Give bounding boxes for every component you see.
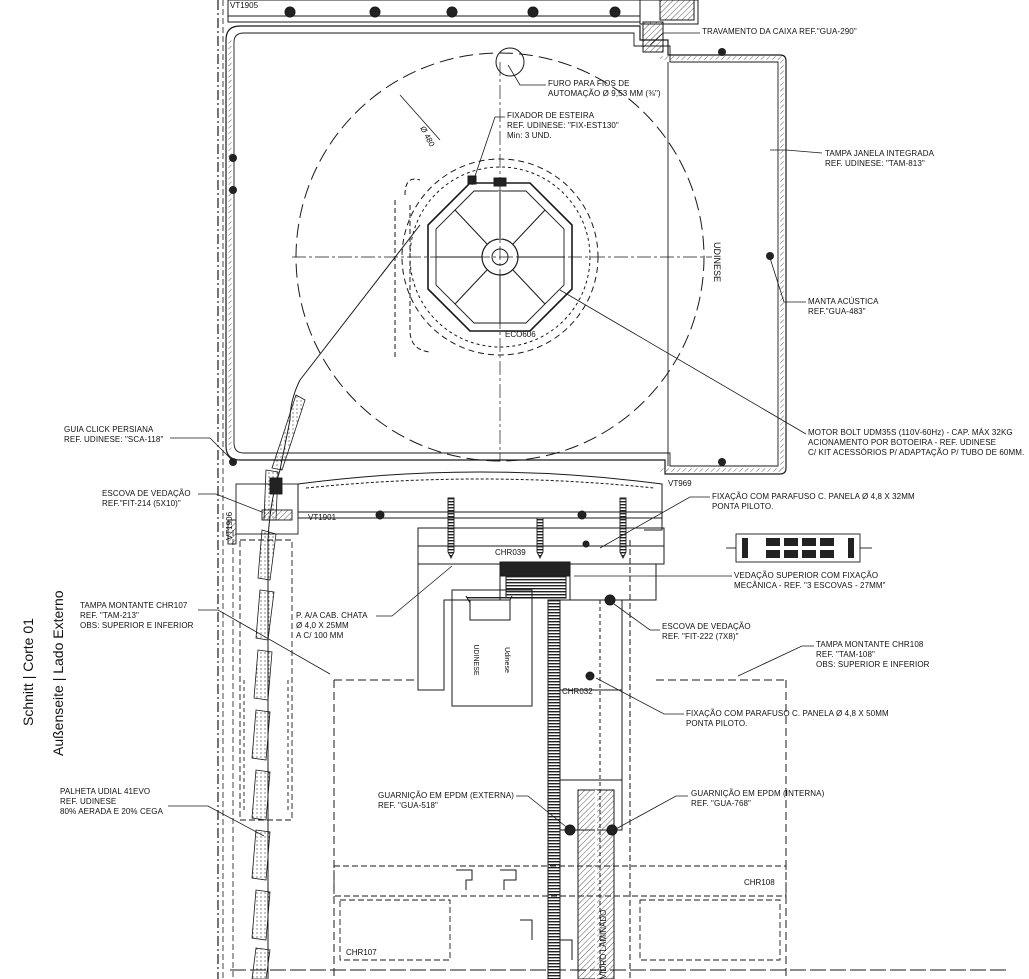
- motor-tube: [427, 175, 573, 332]
- note-escova-1: ESCOVA DE VEDAÇÃO REF."FIT-214 (5X10)": [102, 489, 191, 509]
- note-fixacao-1: FIXAÇÃO COM PARAFUSO C. PANELA Ø 4,8 X 3…: [712, 492, 915, 512]
- note-escova-2: ESCOVA DE VEDAÇÃO REF. "FIT-222 (7X8)": [662, 622, 751, 642]
- note-line: ACIONAMENTO POR BOTOEIRA - REF. UDINESE: [808, 438, 997, 447]
- note-line: MANTA ACÚSTICA: [808, 297, 879, 306]
- tag-chr032: CHR032: [562, 687, 593, 696]
- note-line: REF. UDINESE: "TAM-813": [825, 159, 925, 168]
- note-line: MOTOR BOLT UDM35S (110V-60Hz) - CAP. MÁX…: [808, 428, 1013, 437]
- note-palheta: PALHETA UDIAL 41EVO REF. UDINESE 80% AER…: [60, 787, 163, 817]
- note-line: MECÂNICA - REF. "3 ESCOVAS - 27MM": [734, 581, 886, 590]
- note-line: REF. UDINESE: [60, 797, 117, 806]
- note-line: REF. "TAM-108": [816, 650, 875, 659]
- tag-chr039: CHR039: [495, 548, 526, 557]
- note-line: Min: 3 UND.: [507, 131, 552, 140]
- note-guarnicao-int: GUARNIÇÃO EM EPDM (INTERNA) REF. "GUA-76…: [691, 789, 824, 809]
- note-line: VEDAÇÃO SUPERIOR COM FIXAÇÃO: [734, 571, 879, 580]
- note-line: TRAVAMENTO DA CAIXA REF."GUA-290": [702, 27, 857, 36]
- note-line: REF. "FIT-222 (7X8)": [662, 632, 739, 641]
- note-line: REF."GUA-483": [808, 307, 866, 316]
- tag-vt1905: VT1905: [230, 1, 259, 10]
- lower-clips: [456, 869, 573, 960]
- lower-profiles: [230, 865, 1010, 971]
- shutter-slats: [251, 394, 306, 979]
- note-line: REF. UDINESE: "SCA-118": [64, 435, 164, 444]
- note-line: GUIA CLICK PERSIANA: [64, 425, 154, 434]
- note-line: PONTA PILOTO.: [686, 719, 748, 728]
- section-title-line1: Schnitt | Corte 01: [20, 618, 36, 726]
- note-line: PONTA PILOTO.: [712, 502, 774, 511]
- note-paraf-chata: P. A/A CAB. CHATA Ø 4,0 X 25MM A C/ 100 …: [296, 611, 368, 641]
- note-line: P. A/A CAB. CHATA: [296, 611, 368, 620]
- note-line: AUTOMAÇÃO Ø 9,53 MM (⅜"): [548, 89, 661, 98]
- note-vedacao-sup: VEDAÇÃO SUPERIOR COM FIXAÇÃO MECÂNICA - …: [734, 571, 886, 591]
- motor-head: [451, 589, 533, 707]
- wall-lines: [217, 0, 234, 979]
- note-line: C/ KIT ACESSÓRIOS P/ ADAPTAÇÃO P/ TUBO D…: [808, 448, 1025, 457]
- note-line: FIXAÇÃO COM PARAFUSO C. PANELA Ø 4,8 X 3…: [712, 492, 915, 501]
- tag-chr108: CHR108: [744, 878, 775, 887]
- tag-vt1901: VT1901: [308, 513, 337, 522]
- note-line: FIXADOR DE ESTEIRA: [507, 111, 595, 120]
- note-line: TAMPA JANELA INTEGRADA: [825, 149, 935, 158]
- note-line: PALHETA UDIAL 41EVO: [60, 787, 151, 796]
- note-line: 80% AERADA E 20% CEGA: [60, 807, 164, 816]
- roll-diameter: [292, 47, 712, 462]
- top-frame: [227, 0, 699, 53]
- dia-label: Ø 480: [418, 125, 436, 149]
- motor-brand-label: UDINESE: [472, 644, 479, 675]
- section-title-line2: Außenseite | Lado Externo: [50, 590, 66, 756]
- note-manta: MANTA ACÚSTICA REF."GUA-483": [808, 297, 879, 317]
- shutter-strap: [267, 224, 421, 979]
- note-tampa-chr108: TAMPA MONTANTE CHR108 REF. "TAM-108" OBS…: [816, 640, 930, 670]
- note-line: OBS: SUPERIOR E INFERIOR: [816, 660, 930, 669]
- note-travamento: TRAVAMENTO DA CAIXA REF."GUA-290": [702, 27, 857, 37]
- note-line: REF."FIT-214 (5X10)": [102, 499, 181, 508]
- note-line: REF. "GUA-518": [378, 801, 438, 810]
- profile-tags: VT1905 VT969 VT1901 VT1906 CHR039 CHR032…: [225, 1, 775, 979]
- frame-verticals: [333, 540, 787, 979]
- motor-brand-label-2: Udinese: [503, 647, 510, 673]
- note-line: REF. UDINESE: "FIX-EST130": [507, 121, 619, 130]
- note-line: REF. "TAM-213": [80, 611, 139, 620]
- note-line: GUARNIÇÃO EM EPDM (EXTERNA): [378, 791, 515, 800]
- brand-box-label: UDINESE: [712, 242, 722, 282]
- note-line: TAMPA MONTANTE CHR108: [816, 640, 924, 649]
- tag-chr107: CHR107: [346, 948, 377, 957]
- note-fixador: FIXADOR DE ESTEIRA REF. UDINESE: "FIX-ES…: [507, 111, 619, 141]
- roller-box: [225, 25, 787, 475]
- note-line: A C/ 100 MM: [296, 631, 344, 640]
- tag-vt969: VT969: [668, 479, 692, 488]
- note-line: GUARNIÇÃO EM EPDM (INTERNA): [691, 789, 825, 798]
- slat-wrap: [404, 178, 431, 353]
- box-bottom: [297, 471, 663, 531]
- eco606-tag: ECO606: [505, 330, 536, 339]
- note-tampa-janela: TAMPA JANELA INTEGRADA REF. UDINESE: "TA…: [825, 149, 934, 169]
- guide-rail: [227, 477, 299, 821]
- note-tampa-chr107: TAMPA MONTANTE CHR107 REF. "TAM-213" OBS…: [80, 601, 194, 631]
- note-line: FIXAÇÃO COM PARAFUSO C. PANELA Ø 4,8 X 5…: [686, 709, 889, 718]
- tag-vidro: VIDRO LAMINADO: [599, 910, 608, 979]
- note-line: OBS: SUPERIOR E INFERIOR: [80, 621, 194, 630]
- note-guarnicao-ext: GUARNIÇÃO EM EPDM (EXTERNA) REF. "GUA-51…: [378, 791, 514, 811]
- note-motor: MOTOR BOLT UDM35S (110V-60Hz) - CAP. MÁX…: [808, 428, 1024, 458]
- note-line: ESCOVA DE VEDAÇÃO: [102, 489, 191, 498]
- tag-vt1906: VT1906: [225, 511, 234, 540]
- brush-seal-detail: [726, 533, 872, 563]
- note-furo: FURO PARA FIOS DE AUTOMAÇÃO Ø 9,53 MM (⅜…: [548, 79, 661, 99]
- note-line: FURO PARA FIOS DE: [548, 79, 630, 88]
- note-guia-click: GUIA CLICK PERSIANA REF. UDINESE: "SCA-1…: [64, 425, 163, 445]
- note-line: ESCOVA DE VEDAÇÃO: [662, 622, 751, 631]
- note-line: TAMPA MONTANTE CHR107: [80, 601, 188, 610]
- note-line: REF. "GUA-768": [691, 799, 751, 808]
- leader-lines: [168, 32, 823, 837]
- note-fixacao-2: FIXAÇÃO COM PARAFUSO C. PANELA Ø 4,8 X 5…: [686, 709, 889, 729]
- note-line: Ø 4,0 X 25MM: [296, 621, 349, 630]
